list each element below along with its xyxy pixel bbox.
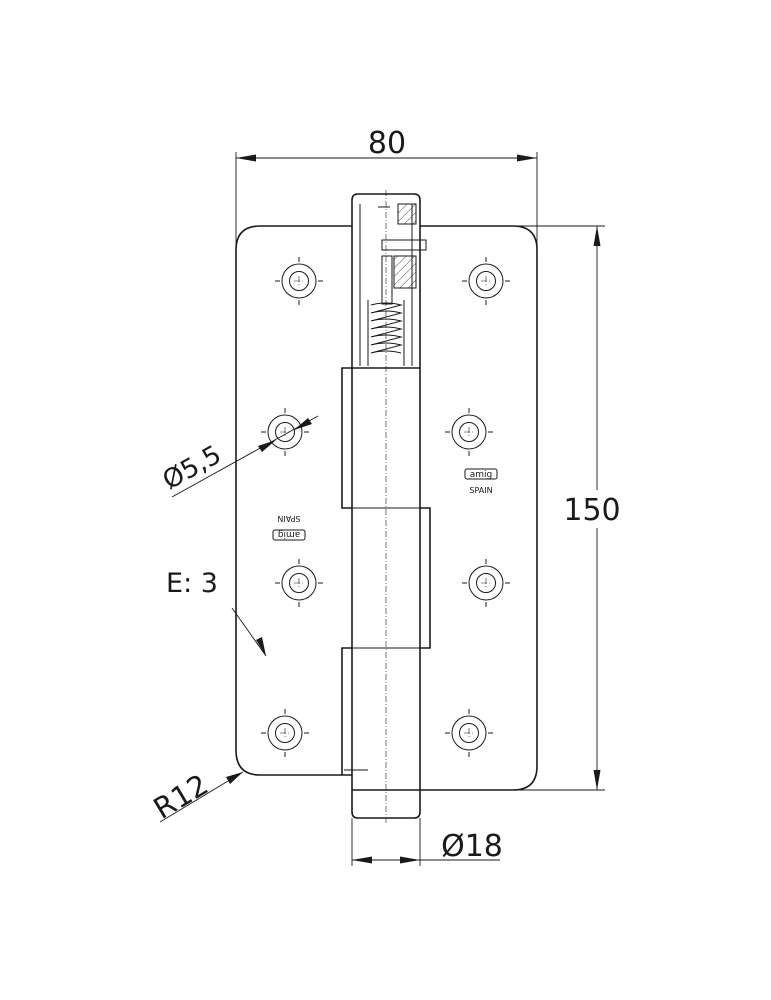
logo-right: amig SPAIN — [464, 468, 498, 495]
width-dimension: 80 — [235, 126, 538, 250]
thickness-label: E: 3 — [166, 568, 218, 599]
hole-diameter-label: Ø5,5 — [158, 440, 227, 496]
radius-label: R12 — [148, 767, 214, 826]
thickness-callout: E: 3 — [166, 568, 267, 657]
hole-5 — [274, 558, 324, 608]
pin-diameter-dimension: Ø18 — [351, 818, 503, 866]
screw-holes — [260, 256, 511, 758]
hole-2 — [461, 256, 511, 306]
hole-6 — [461, 558, 511, 608]
height-label: 150 — [563, 493, 620, 528]
knuckle — [341, 190, 431, 825]
pin-diameter-label: Ø18 — [441, 829, 503, 864]
hole-7 — [260, 708, 310, 758]
logo-right-country: SPAIN — [469, 486, 492, 495]
spring-mechanism — [359, 203, 427, 366]
left-leaf-outline — [235, 225, 352, 776]
hole-4 — [444, 407, 494, 457]
right-leaf-outline — [420, 225, 538, 791]
hole-1 — [274, 256, 324, 306]
hole-8 — [444, 708, 494, 758]
logo-left: amig SPAIN — [272, 514, 306, 541]
width-label: 80 — [368, 126, 406, 161]
radius-callout: R12 — [148, 767, 244, 826]
height-dimension: 150 — [420, 225, 621, 791]
logo-left-text: amig — [278, 529, 301, 539]
logo-left-country: SPAIN — [277, 514, 300, 523]
logo-right-text: amig — [470, 470, 493, 480]
hole-3 — [260, 407, 310, 457]
